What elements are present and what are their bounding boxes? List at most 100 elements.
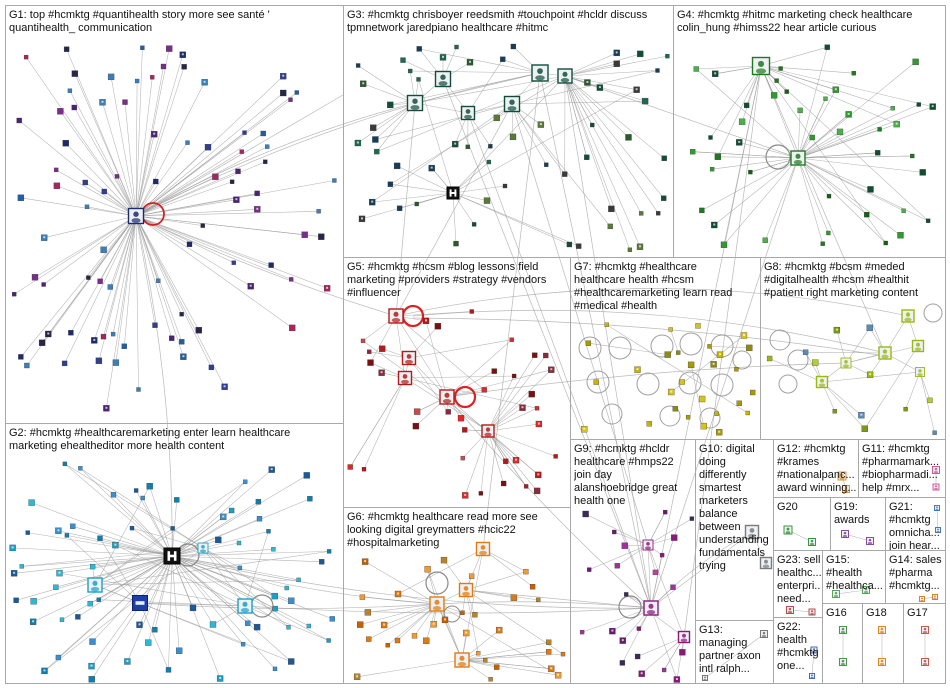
avatar-shoulders <box>920 599 924 602</box>
network-node <box>488 677 493 682</box>
network-edge <box>14 215 137 295</box>
network-node <box>509 133 517 141</box>
network-edge <box>171 555 299 581</box>
avatar-head <box>841 627 845 631</box>
network-node <box>256 516 263 522</box>
network-edge <box>650 607 678 680</box>
node-image-highlight <box>432 622 435 625</box>
avatar-shoulders <box>840 630 846 634</box>
network-edge <box>487 430 538 492</box>
profile-image-node <box>439 389 455 405</box>
network-edge <box>696 68 799 159</box>
network-edge <box>106 215 137 409</box>
avatar-shoulders <box>839 477 845 480</box>
avatar-shoulders <box>840 662 846 666</box>
network-edge <box>349 377 406 468</box>
network-node <box>235 168 241 175</box>
network-edge <box>383 603 438 626</box>
network-edge <box>362 340 489 432</box>
network-node <box>661 155 667 161</box>
network-edge <box>135 215 305 236</box>
network-node <box>169 335 175 341</box>
node-image-highlight <box>181 53 184 56</box>
network-node <box>260 130 266 137</box>
network-edge <box>375 103 513 140</box>
intra-group-edges <box>12 46 939 680</box>
self-loop-edge <box>787 349 809 371</box>
network-edge <box>797 104 919 159</box>
network-node <box>359 594 366 600</box>
inter-group-edge <box>650 531 753 609</box>
avatar-shoulders <box>935 508 939 511</box>
network-node <box>875 150 881 156</box>
network-edge <box>419 48 541 74</box>
network-node <box>746 344 753 352</box>
network-edge <box>135 99 291 217</box>
network-node <box>360 338 366 344</box>
network-node <box>208 364 215 371</box>
network-edge <box>614 531 649 546</box>
profile-image-node <box>406 94 424 112</box>
avatar-head <box>465 109 471 114</box>
network-edge <box>797 157 829 234</box>
network-node <box>89 563 96 570</box>
network-node <box>294 90 299 95</box>
network-node <box>462 427 468 433</box>
network-node <box>179 339 185 345</box>
network-edge <box>397 548 484 595</box>
profile-image-node <box>127 207 145 225</box>
network-edge <box>171 555 322 563</box>
avatar-shoulders <box>90 586 100 592</box>
node-image-highlight <box>270 468 273 471</box>
network-edge <box>31 502 173 557</box>
profile-image-node <box>197 542 209 554</box>
network-edge <box>760 65 799 159</box>
network-edge <box>390 75 566 185</box>
profile-image-node <box>840 357 852 369</box>
network-node <box>641 97 649 105</box>
network-node <box>181 64 187 70</box>
network-edge <box>692 151 799 159</box>
network-node <box>661 195 667 201</box>
inter-group-edge <box>650 531 753 609</box>
network-edge <box>135 490 173 557</box>
network-node <box>864 211 870 218</box>
inter-group-edge <box>465 589 652 609</box>
self-loop-edge <box>769 329 791 351</box>
avatar-shoulders <box>391 317 401 323</box>
node-image-highlight <box>282 74 285 77</box>
network-node <box>883 240 888 246</box>
network-node <box>24 362 30 369</box>
network-edge <box>452 192 579 247</box>
profile-image-node <box>878 658 886 666</box>
network-node <box>229 179 235 184</box>
self-loop-edge <box>650 334 674 358</box>
inter-group-edge <box>412 317 886 357</box>
network-node <box>18 354 24 360</box>
network-edge <box>171 516 224 557</box>
network-edge <box>936 507 939 531</box>
network-edge <box>135 215 200 331</box>
node-image-highlight <box>539 123 542 126</box>
node-image-highlight <box>621 639 624 642</box>
network-node <box>823 96 828 101</box>
network-node <box>614 563 620 569</box>
network-node <box>897 232 904 239</box>
network-node <box>486 159 492 165</box>
node-image-highlight <box>719 353 721 356</box>
network-edge <box>670 329 679 353</box>
profile-image-node <box>759 556 773 570</box>
network-edge <box>48 215 137 335</box>
avatar-shoulders <box>442 398 452 404</box>
network-edge <box>135 181 233 217</box>
network-node <box>28 499 35 506</box>
network-node <box>655 68 660 73</box>
self-loop-edge <box>659 405 681 427</box>
profile-image-node <box>760 630 768 638</box>
network-node <box>424 566 431 573</box>
avatar-head <box>412 98 418 104</box>
network-edge <box>723 65 762 245</box>
network-edge <box>135 215 251 287</box>
inter-group-edge <box>467 112 652 609</box>
network-node <box>62 461 68 467</box>
